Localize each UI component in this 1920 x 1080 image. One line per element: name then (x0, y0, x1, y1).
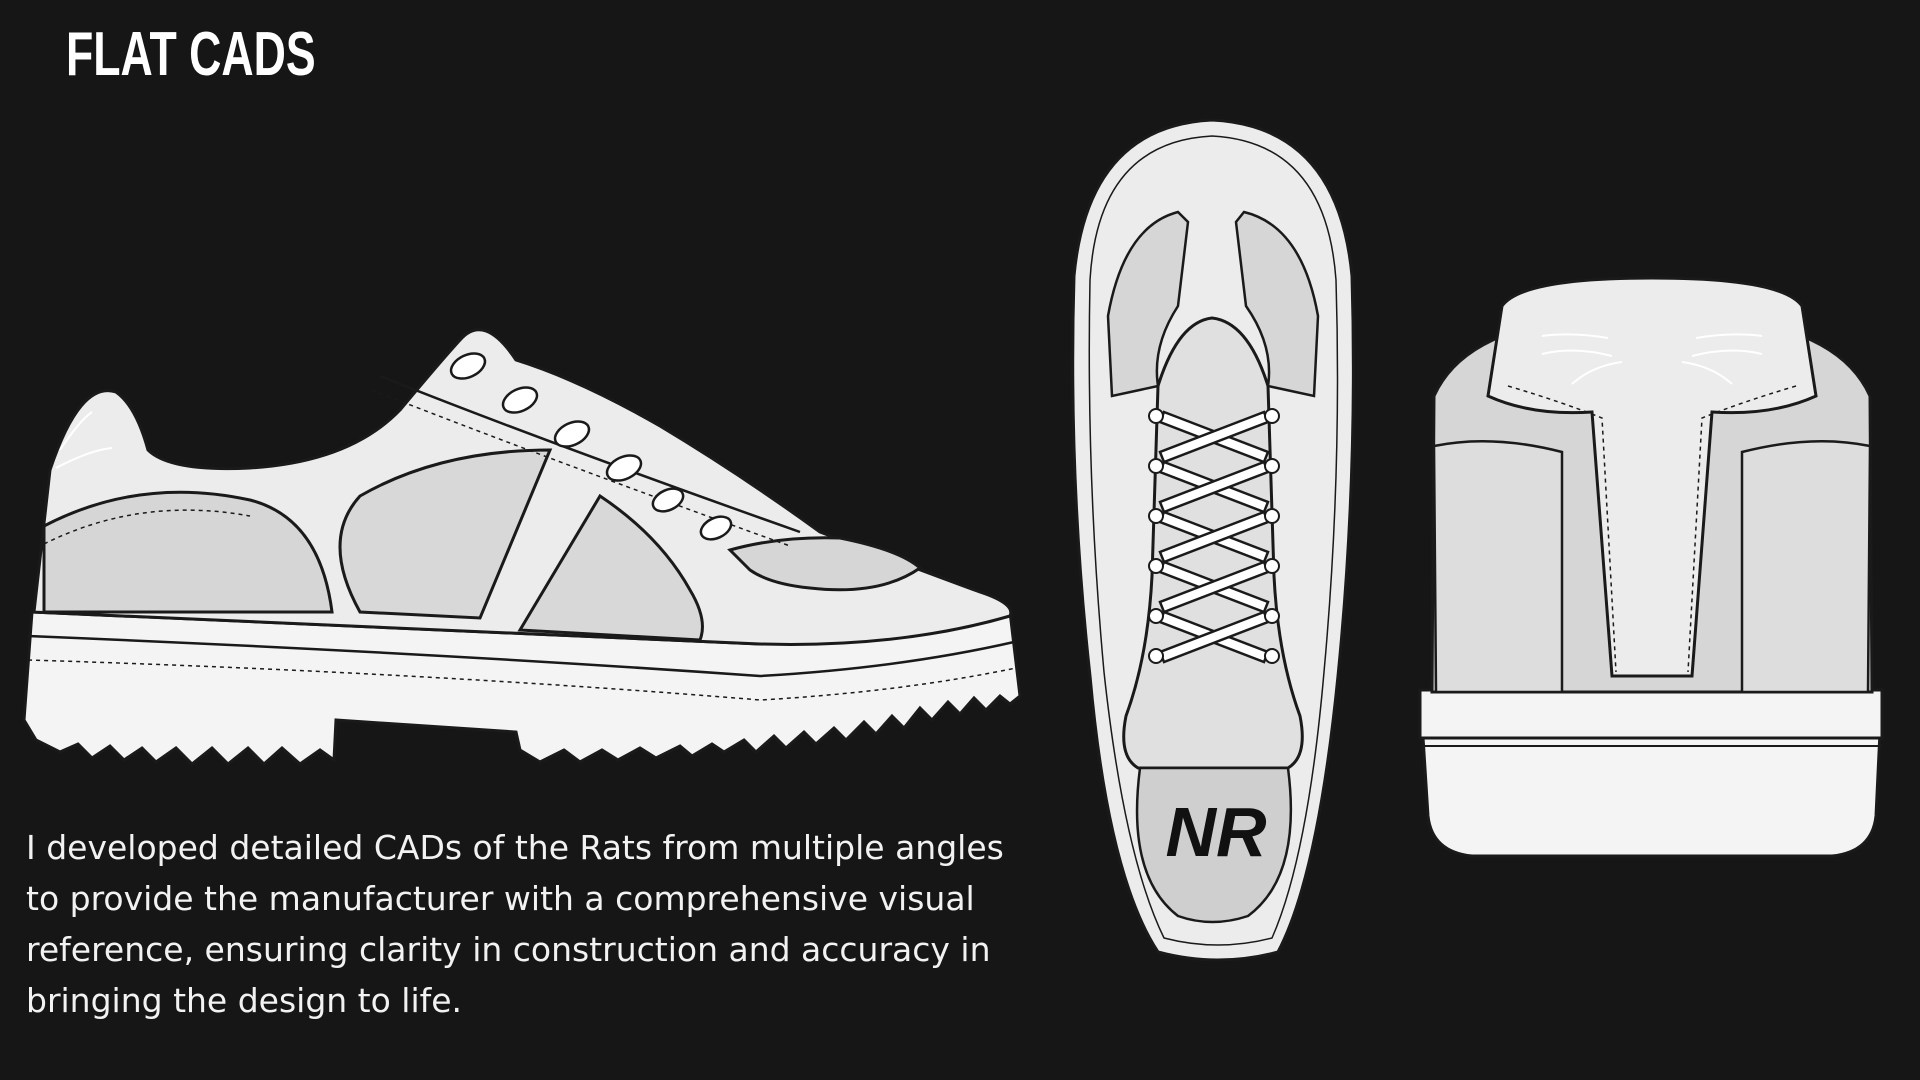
shoe-top-view-drawing: NR (1071, 118, 1355, 962)
side-upper (31, 328, 1013, 646)
page-title: FLAT CADS (66, 20, 316, 89)
shoe-back-view-drawing (1418, 276, 1884, 858)
top-insole (1135, 766, 1293, 924)
insole-logo: NR (1165, 793, 1267, 871)
top-laces (1158, 410, 1270, 664)
side-laces (449, 352, 733, 541)
back-heel-tab (1486, 276, 1818, 678)
shoe-side-view-drawing (22, 328, 1022, 767)
top-eyelets (1148, 408, 1280, 664)
description-text: I developed detailed CADs of the Rats fr… (26, 828, 1004, 1020)
